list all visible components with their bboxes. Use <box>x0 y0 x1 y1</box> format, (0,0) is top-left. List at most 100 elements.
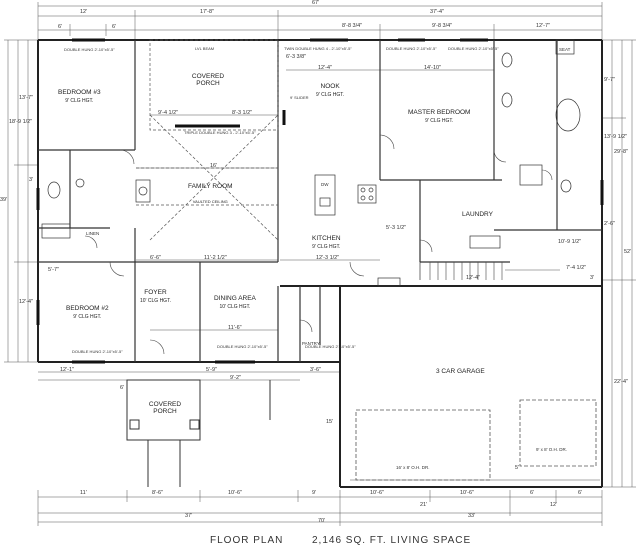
garage-door-right-label: 9' x 8' O.H. DR. <box>536 447 567 452</box>
room-family: FAMILY ROOM VAULTED CEILING <box>188 183 233 204</box>
room-garage-name: 3 CAR GARAGE <box>436 368 485 375</box>
dim-bottom-f: 9' <box>312 490 317 496</box>
window-label-bedroom3: DOUBLE HUNG 2'-10"x5'-5" <box>64 47 115 52</box>
appliance-dw: DW <box>321 182 329 187</box>
room-kitchen-ceiling: 9' CLG HGT. <box>312 243 341 250</box>
dim-inner-14: 12'-4" <box>466 275 481 281</box>
dim-bottom-l: 6' <box>578 490 583 496</box>
dim-top-overall: 67' <box>312 0 320 6</box>
dim-inner-19: 3' <box>590 275 595 281</box>
room-master-ceiling: 9' CLG HGT. <box>425 117 454 124</box>
dim-inner-9: 11'-6" <box>228 325 242 331</box>
window-label-dining: DOUBLE HUNG 2'-10"x5'-5" <box>217 344 268 349</box>
room-laundry-name: LAUNDRY <box>462 211 493 218</box>
room-nook: NOOK 9' CLG HGT. <box>316 83 345 98</box>
dim-top-d: 6' <box>58 24 63 30</box>
dim-inner-21: 5'-7" <box>48 267 59 273</box>
garage-door-left-label: 16' x 8' O.H. DR. <box>396 465 430 470</box>
caption-title: FLOOR PLAN <box>210 535 284 546</box>
dim-top-f: 8'-8 3/4" <box>342 23 363 29</box>
room-dining-name: DINING AREA <box>214 295 256 302</box>
dim-inner-13: 12'-3 1/2" <box>316 255 340 261</box>
room-bedroom3-name: BEDROOM #3 <box>58 89 101 96</box>
window-label-family: TRIPLE DOUBLE HUNG 3 - 2'-10"x5'-5" <box>184 130 256 135</box>
dim-right-a: 29'-8" <box>614 149 629 155</box>
dim-inner-15: 7'-4 1/2" <box>566 265 587 271</box>
room-bedroom3-ceiling: 9' CLG HGT. <box>65 97 94 104</box>
dim-inner-20: 5'-3 1/2" <box>386 225 407 231</box>
room-foyer-ceiling: 10' CLG HGT. <box>140 297 171 304</box>
dim-bottom-overall: 70' <box>318 518 326 524</box>
dim-top-e: 6' <box>112 24 117 30</box>
room-pantry: PANTRY <box>302 341 320 346</box>
room-laundry: LAUNDRY <box>462 211 493 219</box>
caption-subtitle: 2,146 SQ. FT. LIVING SPACE <box>312 535 472 546</box>
dim-top-b: 17'-8" <box>200 9 215 15</box>
dim-inner-18: 12'-1" <box>60 367 75 373</box>
dim-bottom-d: 8'-6" <box>152 490 163 496</box>
dim-inner-5: 9'-4 1/2" <box>158 110 179 116</box>
room-family-name: FAMILY ROOM <box>188 183 233 190</box>
room-nook-ceiling: 9' CLG HGT. <box>316 91 345 98</box>
dim-bottom-c: 11' <box>80 490 87 496</box>
dim-bottom-b: 33' <box>468 513 476 519</box>
dim-right-e: 2'-6" <box>604 221 615 227</box>
room-nook-name: NOOK <box>320 83 340 90</box>
dim-inner-12: 3'-6" <box>310 367 321 373</box>
room-linen: LINEN <box>86 231 100 236</box>
slider-label: 9' SLIDER <box>290 95 309 100</box>
room-covered-porch-rear-name: COVERED PORCH <box>191 73 225 87</box>
room-seat: SEAT <box>559 47 571 52</box>
room-bedroom3: BEDROOM #3 9' CLG HGT. <box>58 89 101 104</box>
dim-inner-17: 15' <box>326 419 334 425</box>
dim-bottom-g: 10'-6" <box>370 490 385 496</box>
room-foyer: FOYER 10' CLG HGT. <box>140 289 171 304</box>
room-garage: 3 CAR GARAGE <box>436 368 485 376</box>
window-label-nook: TWIN DOUBLE HUNG 4 - 2'-10"x5'-5" <box>284 46 352 51</box>
room-covered-porch-front: COVERED PORCH <box>145 401 185 415</box>
dim-inner-10: 9'-2" <box>230 375 241 381</box>
dim-left-overall: 39' <box>0 197 8 203</box>
dim-right-overall: 52' <box>624 249 632 255</box>
room-foyer-name: FOYER <box>144 289 167 296</box>
dim-bottom-e: 10'-6" <box>228 490 243 496</box>
beam-label: LVL BEAM <box>195 46 215 51</box>
room-covered-porch-rear: COVERED PORCH <box>188 73 228 87</box>
dim-inner-16: 10'-9 1/2" <box>558 239 582 245</box>
dim-inner-22: 6' <box>120 385 125 391</box>
room-master: MASTER BEDROOM 9' CLG HGT. <box>408 109 471 124</box>
dim-right-b: 22'-4" <box>614 379 629 385</box>
dim-left-c: 18'-9 1/2" <box>9 119 33 125</box>
dim-top-a: 12' <box>80 9 88 15</box>
dim-right-c: 9'-7" <box>604 77 615 83</box>
room-covered-porch-front-name: COVERED PORCH <box>148 401 182 415</box>
dim-bottom-h: 10'-6" <box>460 490 475 496</box>
dim-top-h: 12'-7" <box>536 23 551 29</box>
dim-inner-11: 5'-9" <box>206 367 217 373</box>
room-dining: DINING AREA 10' CLG HGT. <box>214 295 256 310</box>
room-kitchen-name: KITCHEN <box>312 235 341 242</box>
room-bedroom2-ceiling: 9' CLG HGT. <box>73 313 102 320</box>
dim-top-g: 9'-8 3/4" <box>432 23 453 29</box>
dim-bottom-i: 6' <box>530 490 535 496</box>
room-bedroom2: BEDROOM #2 9' CLG HGT. <box>66 305 109 320</box>
dim-bottom-j: 12' <box>550 502 558 508</box>
window-label-master-b: DOUBLE HUNG 2'-10"x5'-5" <box>448 46 499 51</box>
room-bedroom2-name: BEDROOM #2 <box>66 305 109 312</box>
dim-inner-7: 11'-2 1/2" <box>204 255 227 261</box>
room-kitchen: KITCHEN 9' CLG HGT. <box>312 235 341 250</box>
dim-bottom-k: 21' <box>420 502 428 508</box>
dim-inner-8: 6'-6" <box>150 255 161 261</box>
room-dining-ceiling: 10' CLG HGT. <box>219 303 251 310</box>
dim-left-a: 13'-7" <box>19 95 34 101</box>
dim-right-d: 13'-9 1/2" <box>604 134 628 140</box>
window-label-master-a: DOUBLE HUNG 2'-10"x5'-5" <box>386 46 437 51</box>
room-family-ceiling: VAULTED CEILING <box>192 198 228 204</box>
room-master-name: MASTER BEDROOM <box>408 109 471 116</box>
dim-inner-4: 8'-3 1/2" <box>232 110 253 116</box>
dim-inner-2: 12'-4" <box>318 65 333 71</box>
window-label-pantry: DOUBLE HUNG 2'-10"x5'-5" <box>305 344 356 349</box>
dim-inner-6: 16' <box>210 163 218 169</box>
dim-left-b: 12'-4" <box>19 299 34 305</box>
